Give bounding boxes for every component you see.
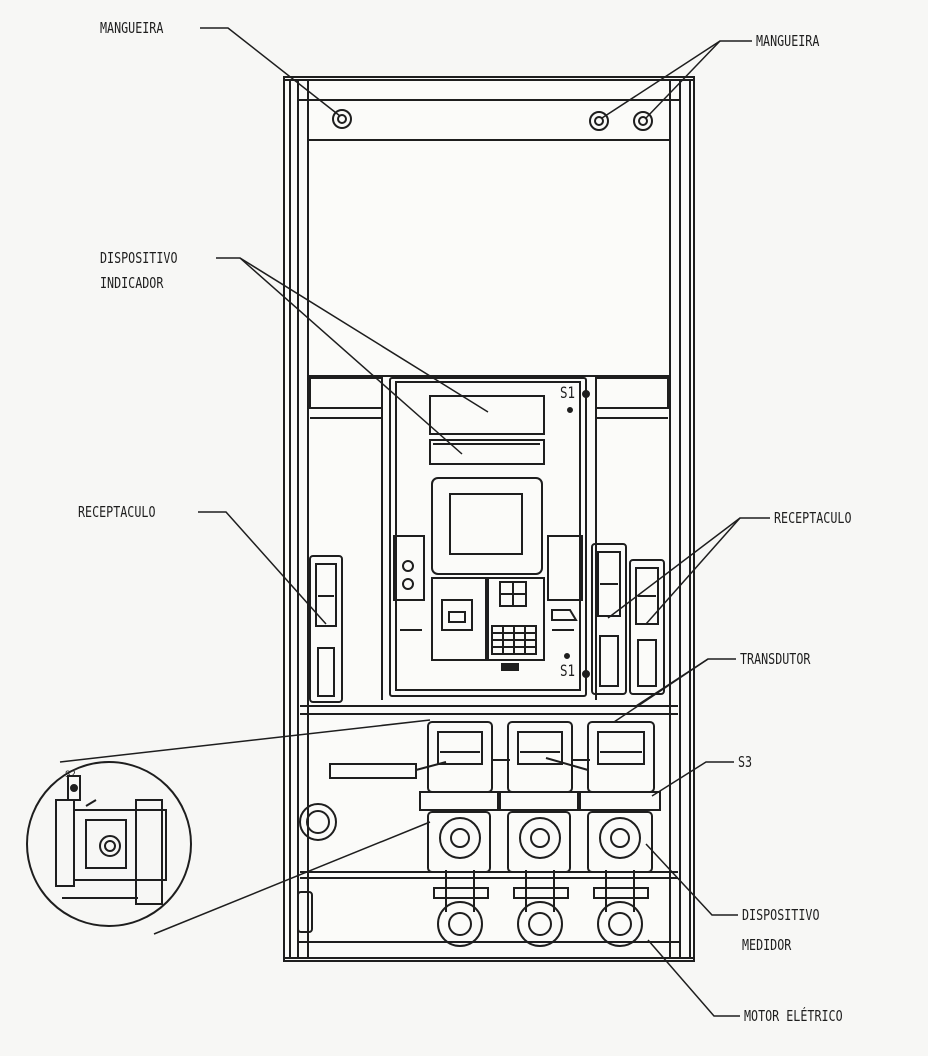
receptacle-left — [309, 555, 343, 703]
marker-s1-top: S1 — [560, 383, 576, 402]
side-panel-right — [595, 377, 669, 700]
label-motor-eletrico: MOTOR ELÉTRICO — [744, 1007, 843, 1025]
detail-callout-s2 — [26, 761, 192, 927]
label-dispositivo-indicador-1: DISPOSITIVO — [100, 249, 178, 267]
meter-unit-1 — [419, 721, 499, 947]
label-receptaculo-right: RECEPTACULO — [774, 509, 852, 527]
label-s3: S3 — [738, 753, 753, 771]
hose-port-right-2 — [633, 111, 653, 131]
hose-port-left — [332, 109, 352, 129]
marker-s2: S2 — [65, 770, 76, 780]
meter-unit-2 — [499, 721, 579, 947]
leader-lines — [198, 27, 770, 1017]
receptacle-right-1 — [591, 543, 627, 695]
label-dispositivo-indicador-2: INDICADOR — [100, 274, 164, 292]
label-transdutor: TRANSDUTOR — [740, 650, 811, 668]
meter-unit-3 — [579, 721, 661, 947]
label-dispositivo-medidor-2: MEDIDOR — [742, 936, 792, 954]
label-mangueira-right: MANGUEIRA — [756, 32, 820, 50]
label-receptaculo-left: RECEPTACULO — [78, 503, 156, 521]
marker-s1-bottom: S1 — [560, 661, 576, 680]
hose-port-right-1 — [589, 111, 609, 131]
label-dispositivo-medidor-1: DISPOSITIVO — [742, 906, 820, 924]
indicator-console — [389, 377, 590, 697]
label-mangueira-left: MANGUEIRA — [100, 19, 164, 37]
inspection-port — [299, 803, 337, 841]
side-panel-left — [309, 377, 383, 700]
